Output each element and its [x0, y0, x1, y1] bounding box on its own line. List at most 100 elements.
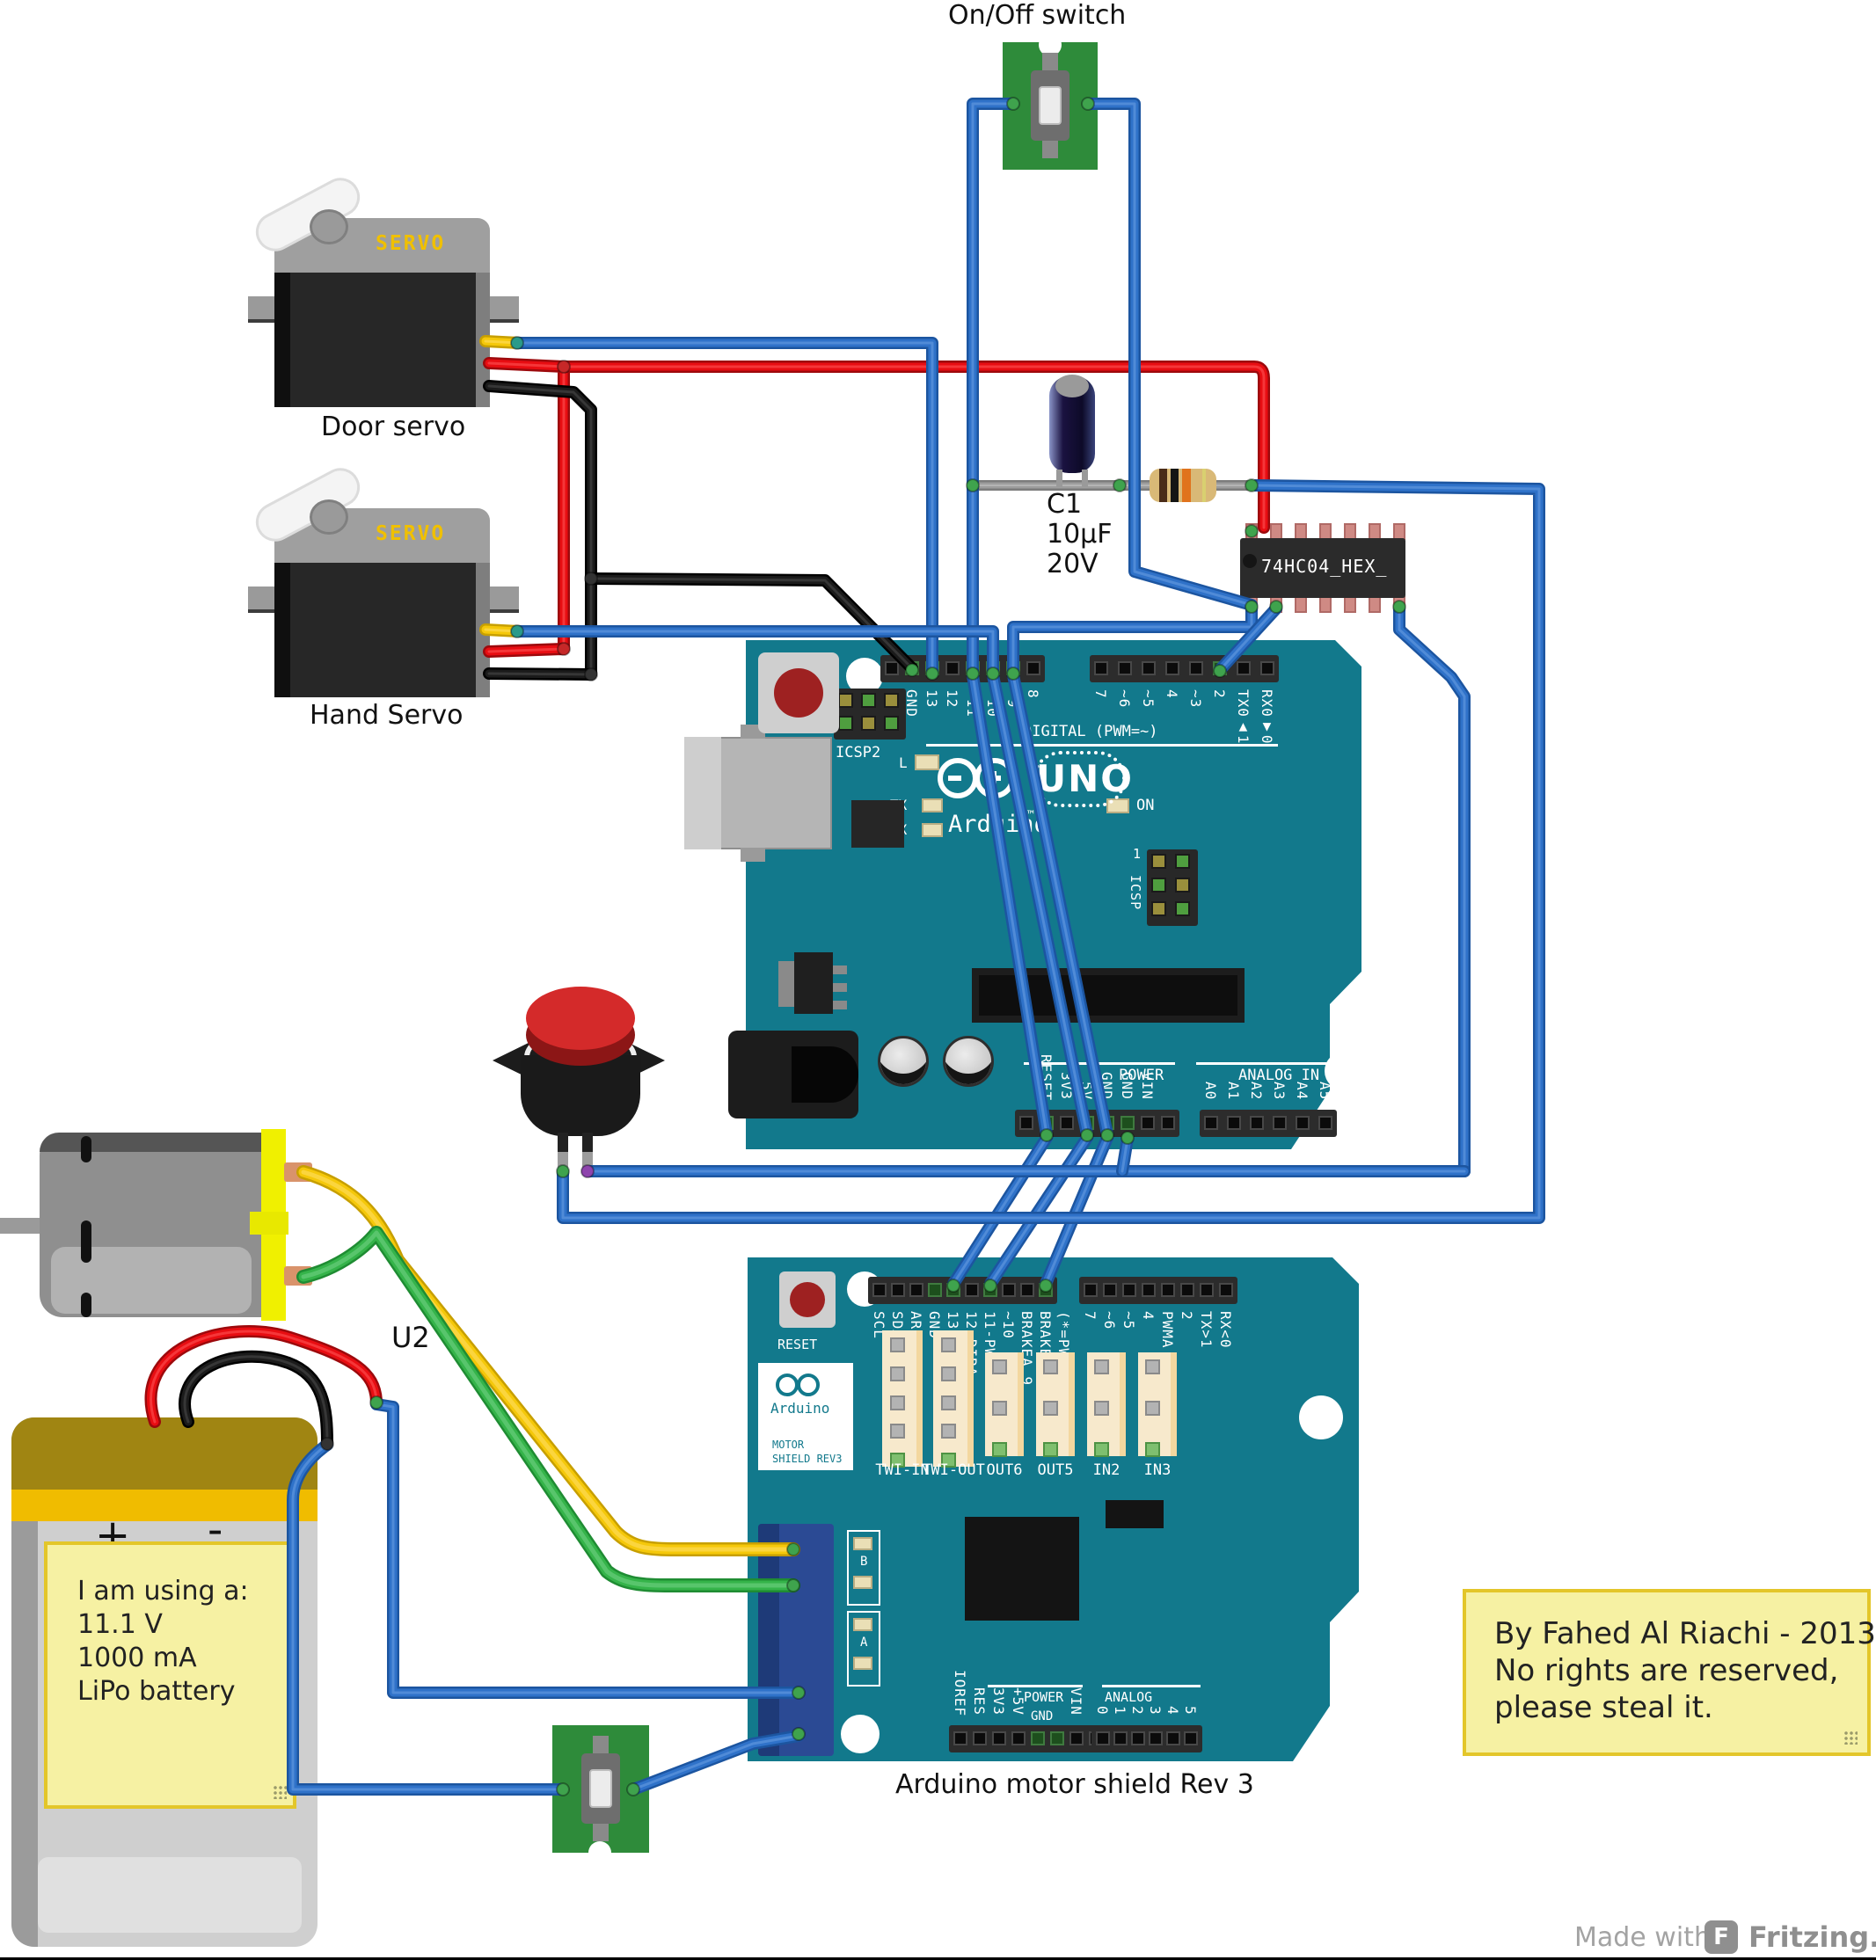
- wire-door-signal-to-pin13[interactable]: [513, 339, 937, 678]
- wire-door-black[interactable]: [487, 384, 593, 676]
- pin[interactable]: [1200, 1283, 1214, 1297]
- wire-servo-red-main[interactable]: [559, 362, 1268, 532]
- wire-hex7-right-down[interactable]: [1398, 607, 1466, 1173]
- wire-door-black[interactable]: [483, 380, 597, 681]
- junction-dot[interactable]: [557, 642, 571, 656]
- battery-note[interactable]: I am using a: 11.1 V 1000 mA LiPo batter…: [44, 1541, 296, 1809]
- icsp-pin[interactable]: [884, 716, 899, 731]
- wire-door-signal-to-pin13[interactable]: [515, 341, 934, 675]
- wire-door-yellow-stub[interactable]: [479, 335, 525, 349]
- icsp-pin[interactable]: [861, 693, 876, 708]
- hand-servo-body[interactable]: [274, 563, 488, 697]
- pin[interactable]: [1122, 1283, 1136, 1297]
- wire-hex7-right-down[interactable]: [1395, 604, 1469, 1176]
- pin[interactable]: [1096, 1731, 1110, 1745]
- wire-onoff-left-to-pin11[interactable]: [967, 98, 1019, 680]
- note-resize-handle[interactable]: [273, 1785, 287, 1799]
- pin[interactable]: [965, 1283, 979, 1297]
- wire-hand-yellow-stub[interactable]: [484, 628, 521, 633]
- pin[interactable]: [905, 661, 919, 675]
- junction-dot[interactable]: [966, 478, 980, 492]
- pin[interactable]: [1069, 1731, 1084, 1745]
- wire-hand-red-stub[interactable]: [487, 647, 566, 653]
- pin[interactable]: [1161, 1116, 1175, 1130]
- wire-battery-red[interactable]: [147, 1327, 381, 1426]
- pin[interactable]: [1184, 1731, 1198, 1745]
- junction-dot[interactable]: [1245, 478, 1259, 492]
- pin[interactable]: [1120, 1116, 1135, 1130]
- pin[interactable]: [1011, 1731, 1026, 1745]
- junction-dot[interactable]: [584, 572, 598, 586]
- pin[interactable]: [1118, 661, 1132, 675]
- pin[interactable]: [1250, 1116, 1264, 1130]
- door-servo-body[interactable]: [274, 273, 488, 407]
- pin[interactable]: [891, 1283, 905, 1297]
- junction-dot[interactable]: [510, 624, 524, 638]
- pin[interactable]: [1002, 1283, 1016, 1297]
- icsp-pin[interactable]: [1175, 854, 1190, 869]
- junction-dot[interactable]: [369, 1395, 383, 1410]
- icsp-pin[interactable]: [1151, 878, 1166, 893]
- pin[interactable]: [992, 1731, 1006, 1745]
- pin[interactable]: [1141, 1116, 1155, 1130]
- wire-motor-yellow[interactable]: [296, 1165, 800, 1556]
- wire-onoff-right-to-hex[interactable]: [1082, 98, 1258, 611]
- wire-hex7-right-down[interactable]: [1393, 602, 1471, 1177]
- wire-battery-to-vin[interactable]: [370, 1398, 805, 1699]
- icsp-pin[interactable]: [1151, 854, 1166, 869]
- motor-shield-board[interactable]: [748, 1257, 1359, 1761]
- pin[interactable]: [1026, 661, 1040, 675]
- pin[interactable]: [1260, 661, 1274, 675]
- wire-motor-green[interactable]: [296, 1226, 800, 1592]
- pin[interactable]: [1113, 1731, 1128, 1745]
- pin[interactable]: [1039, 1283, 1053, 1297]
- junction-dot[interactable]: [557, 360, 571, 374]
- push-button-cap[interactable]: [526, 987, 635, 1050]
- pin[interactable]: [1019, 1116, 1033, 1130]
- wire-onoff-right-to-hex[interactable]: [1086, 102, 1253, 607]
- pin[interactable]: [1050, 1731, 1064, 1745]
- wire-servo-red-main[interactable]: [562, 365, 1266, 529]
- wire-motor-yellow[interactable]: [298, 1167, 799, 1555]
- wire-hand-red-stub[interactable]: [483, 643, 570, 658]
- wire-battery-to-switch[interactable]: [288, 1440, 566, 1794]
- wire-battery-red[interactable]: [150, 1330, 378, 1424]
- wire-battery-to-vin[interactable]: [375, 1403, 800, 1694]
- wire-door-black[interactable]: [485, 382, 595, 679]
- pin[interactable]: [946, 1283, 960, 1297]
- power-switch-slider[interactable]: [589, 1769, 612, 1808]
- wire-motor-green[interactable]: [298, 1228, 799, 1591]
- pin[interactable]: [1296, 1116, 1310, 1130]
- pin[interactable]: [953, 1731, 967, 1745]
- fritzing-link[interactable]: Fritzing.org: [1748, 1920, 1876, 1954]
- pin[interactable]: [885, 661, 899, 675]
- pin[interactable]: [1020, 1283, 1034, 1297]
- fritzing-logo-icon[interactable]: F: [1704, 1920, 1738, 1954]
- pin[interactable]: [1227, 1116, 1241, 1130]
- icsp-pin[interactable]: [1175, 878, 1190, 893]
- pin[interactable]: [973, 1731, 987, 1745]
- pin[interactable]: [1100, 1116, 1114, 1130]
- wire-door-yellow-stub[interactable]: [484, 339, 521, 345]
- note-resize-handle[interactable]: [1843, 1730, 1858, 1745]
- pin[interactable]: [966, 661, 980, 675]
- junction-dot[interactable]: [1113, 478, 1127, 492]
- pin[interactable]: [1080, 1116, 1094, 1130]
- wire-hand-yellow-stub[interactable]: [481, 625, 523, 636]
- junction-dot[interactable]: [510, 336, 524, 350]
- junction-dot[interactable]: [320, 1437, 334, 1451]
- pin[interactable]: [909, 1283, 923, 1297]
- wire-onoff-left-to-pin11[interactable]: [971, 102, 1015, 675]
- pin[interactable]: [1040, 1116, 1054, 1130]
- pin[interactable]: [1031, 1731, 1045, 1745]
- wire-battery-to-vin[interactable]: [372, 1400, 803, 1697]
- icsp-pin[interactable]: [1151, 901, 1166, 916]
- pin[interactable]: [945, 661, 960, 675]
- pin[interactable]: [1094, 661, 1108, 675]
- pin[interactable]: [1237, 661, 1251, 675]
- wire-hand-yellow-stub[interactable]: [479, 623, 525, 638]
- pin[interactable]: [1142, 1283, 1156, 1297]
- wire-battery-to-switch[interactable]: [287, 1439, 567, 1796]
- icsp-pin[interactable]: [838, 693, 853, 708]
- pin[interactable]: [1213, 661, 1227, 675]
